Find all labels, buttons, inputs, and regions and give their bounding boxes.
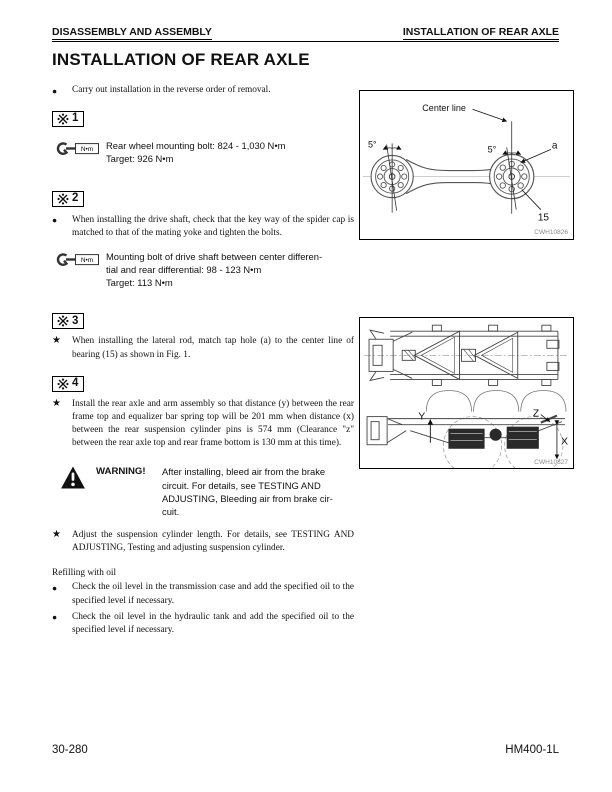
step2-text: When installing the drive shaft, check t… (72, 214, 354, 238)
rear-axle-diagram: Y Z X CWH10827 (364, 324, 569, 468)
fig2-code: CWH10827 (534, 459, 568, 466)
step-number: 1 (72, 112, 79, 125)
lateral-rod-diagram: 5° 5° Center line a 15 CWH10826 (363, 103, 570, 236)
torque-unit-label: N•m (81, 146, 93, 153)
figure-rear-axle-assembly: Y Z X CWH10827 (359, 317, 574, 469)
step-number: 2 (72, 191, 79, 204)
fig2-label-z: Z (533, 408, 540, 420)
header-section-right: INSTALLATION OF REAR AXLE (402, 26, 559, 40)
fig1-angle-left-label: 5° (368, 139, 377, 149)
reference-mark-icon (57, 113, 69, 125)
intro-bullet: ● Carry out installation in the reverse … (52, 84, 354, 97)
text-column: ● Carry out installation in the reverse … (52, 82, 354, 637)
star-glyph: ★ (52, 397, 61, 409)
refill-heading: Refilling with oil (52, 568, 117, 579)
star-glyph: ★ (52, 529, 61, 541)
refill-item-text: Check the oil level in the transmission … (72, 582, 354, 606)
model-code: HM400-1L (505, 744, 559, 756)
wrench-icon: N•m (56, 142, 99, 156)
refill-item-text: Check the oil level in the hydraulic tan… (72, 611, 354, 636)
step-marker-4: 4 (52, 375, 85, 392)
figure-lateral-rod: 5° 5° Center line a 15 CWH10826 (359, 90, 574, 240)
torque-text: Rear wheel mounting bolt: 824 - 1,030 N•… (106, 140, 286, 165)
refill-item: ● Check the oil level in the hydraulic t… (52, 611, 354, 637)
page-header: DISASSEMBLY AND ASSEMBLY INSTALLATION OF… (52, 26, 559, 40)
torque-spec-2: N•m Mounting bolt of drive shaft between… (54, 250, 354, 289)
step4-text: Install the rear axle and arm assembly s… (72, 398, 354, 449)
fig1-label-15: 15 (538, 213, 550, 224)
warning-label: WARNING! (96, 466, 146, 478)
fig1-centerline-label: Center line (422, 103, 466, 113)
bullet-glyph: ● (52, 215, 58, 225)
adjust-text: Adjust the suspension cylinder length. F… (72, 530, 354, 554)
bullet-glyph: ● (52, 85, 58, 96)
torque-text: Mounting bolt of drive shaft between cen… (106, 250, 323, 289)
page-number: 30-280 (52, 744, 88, 756)
torque-spec-1: N•m Rear wheel mounting bolt: 824 - 1,03… (54, 139, 354, 165)
page-title: INSTALLATION OF REAR AXLE (52, 50, 310, 69)
adjust-note: ★ Adjust the suspension cylinder length.… (52, 529, 354, 555)
step3-text: When installing the lateral rod, match t… (72, 336, 354, 360)
step-marker-3: 3 (52, 313, 85, 330)
reference-mark-icon (57, 193, 69, 204)
step-number: 3 (72, 314, 79, 327)
step3-note: ★ When installing the lateral rod, match… (52, 335, 354, 361)
warning-text: After installing, bleed air from the bra… (162, 466, 333, 517)
step-number: 4 (72, 376, 79, 389)
fig2-label-y: Y (418, 411, 425, 423)
warning-block: WARNING! After installing, bleed air fro… (52, 465, 354, 518)
reference-mark-icon (57, 378, 69, 390)
wrench-icon: N•m (56, 253, 99, 266)
fig2-label-x: X (561, 436, 568, 448)
bullet-glyph: ● (52, 612, 58, 623)
star-glyph: ★ (52, 335, 61, 347)
step4-note: ★ Install the rear axle and arm assembly… (52, 398, 354, 451)
step2-bullet: ● When installing the drive shaft, check… (52, 214, 354, 240)
refill-item: ● Check the oil level in the transmissio… (52, 581, 354, 607)
step-marker-2: 2 (52, 190, 85, 207)
fig1-angle-right-label: 5° (488, 144, 497, 154)
intro-text: Carry out installation in the reverse or… (72, 85, 271, 95)
header-rule (52, 41, 559, 42)
torque-unit-label: N•m (81, 257, 93, 264)
header-section-left: DISASSEMBLY AND ASSEMBLY (52, 26, 212, 40)
warning-triangle-icon (61, 466, 85, 489)
step-marker-1: 1 (52, 111, 85, 128)
page-footer: 30-280 HM400-1L (52, 744, 559, 756)
reference-mark-icon (57, 315, 69, 327)
bullet-glyph: ● (52, 582, 58, 593)
fig1-label-a: a (552, 140, 558, 151)
fig1-code: CWH10826 (534, 229, 568, 236)
